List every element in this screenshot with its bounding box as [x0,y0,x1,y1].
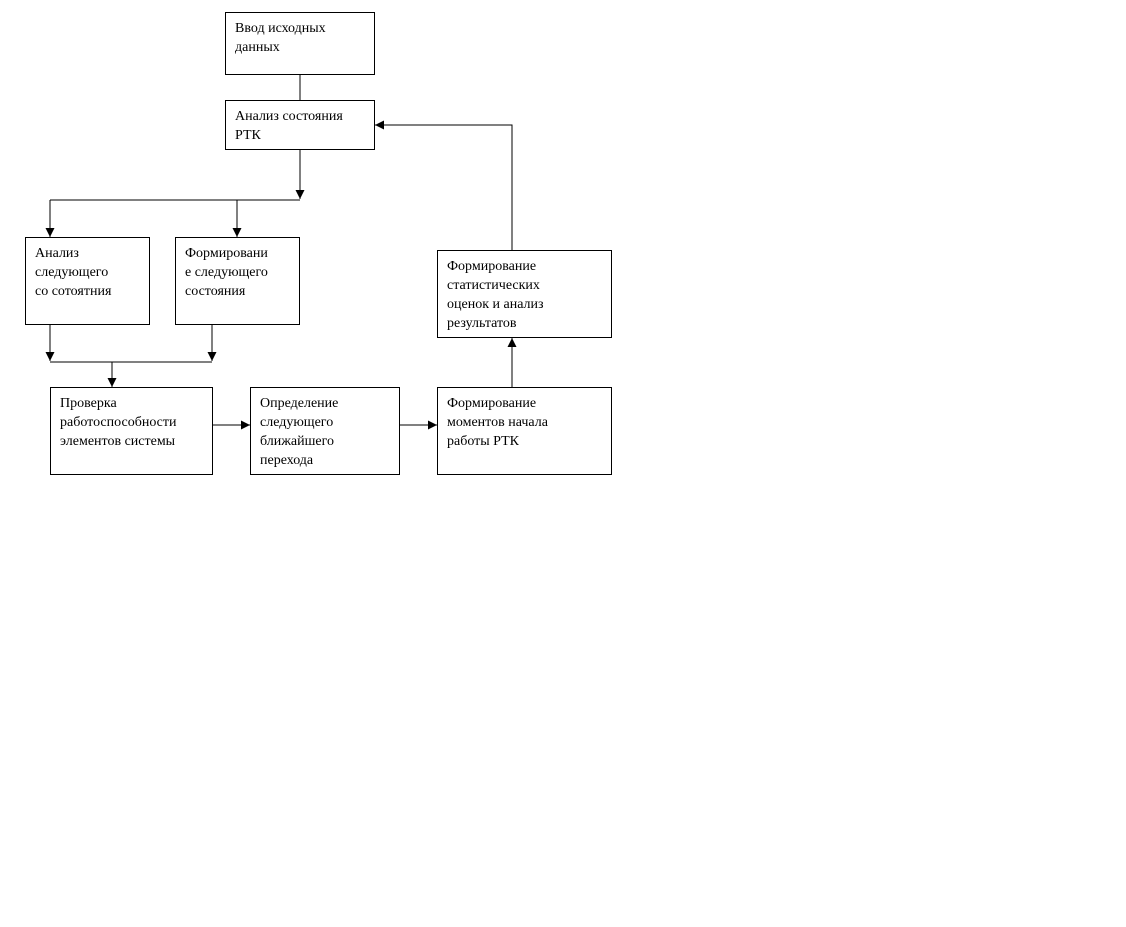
connector-stats-analyze [375,120,513,250]
node-input-data: Ввод исходных данных [225,12,375,75]
node-statistics-analysis: Формирование статистических оценок и ана… [437,250,612,338]
node-determine-next-transition: Определение следующего ближайшего перехо… [250,387,400,475]
node-check-system-elements: Проверка работоспособности элементов сис… [50,387,213,475]
node-analyze-rtk-state: Анализ состояния РТК [225,100,375,150]
node-form-next-state: Формировани е следующего состояния [175,237,300,325]
node-form-start-moments: Формирование моментов начала работы РТК [437,387,612,475]
node-analyze-next-state: Анализ следующего со сотоятния [25,237,150,325]
